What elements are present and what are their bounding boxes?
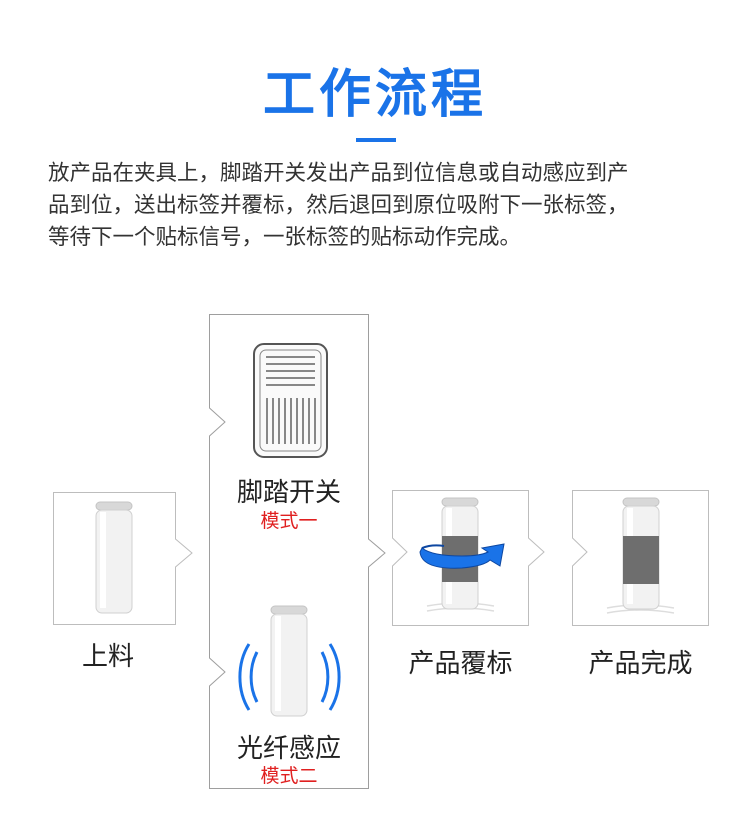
foot-pedal-icon [253, 343, 328, 458]
step-loading-box [53, 492, 193, 625]
step-labeling-box [392, 490, 545, 626]
wrap-arrow-icon [419, 543, 505, 569]
trigger-frame [209, 314, 386, 789]
step-complete-box [572, 490, 709, 626]
bottle-icon [95, 501, 133, 614]
mode-two-label: 模式二 [260, 765, 318, 787]
finished-bottle-icon [606, 497, 675, 614]
process-description: 放产品在夹具上，脚踏开关发出产品到位信息或自动感应到产 品到位，送出标签并覆标，… [48, 158, 708, 254]
step-labeling-label: 产品覆标 [408, 649, 513, 679]
step-loading-label: 上料 [81, 642, 134, 672]
mode-one-label: 模式一 [260, 510, 318, 532]
step-complete-label: 产品完成 [588, 649, 693, 679]
step-trigger-box [209, 314, 386, 789]
complete-frame [572, 490, 709, 626]
labeling-frame [392, 490, 545, 626]
fiber-sensor-icon [238, 605, 341, 717]
description-line: 放产品在夹具上，脚踏开关发出产品到位信息或自动感应到产 [48, 161, 629, 186]
description-line: 等待下一个贴标信号，一张标签的贴标动作完成。 [48, 225, 522, 250]
foot-switch-label: 脚踏开关 [236, 478, 341, 508]
page-title: 工作流程 [262, 65, 487, 125]
fiber-sensor-label: 光纤感应 [236, 734, 341, 764]
loading-frame [53, 492, 193, 625]
title-underline [356, 138, 396, 142]
description-line: 品到位，送出标签并覆标，然后退回到原位吸附下一张标签， [48, 193, 629, 218]
